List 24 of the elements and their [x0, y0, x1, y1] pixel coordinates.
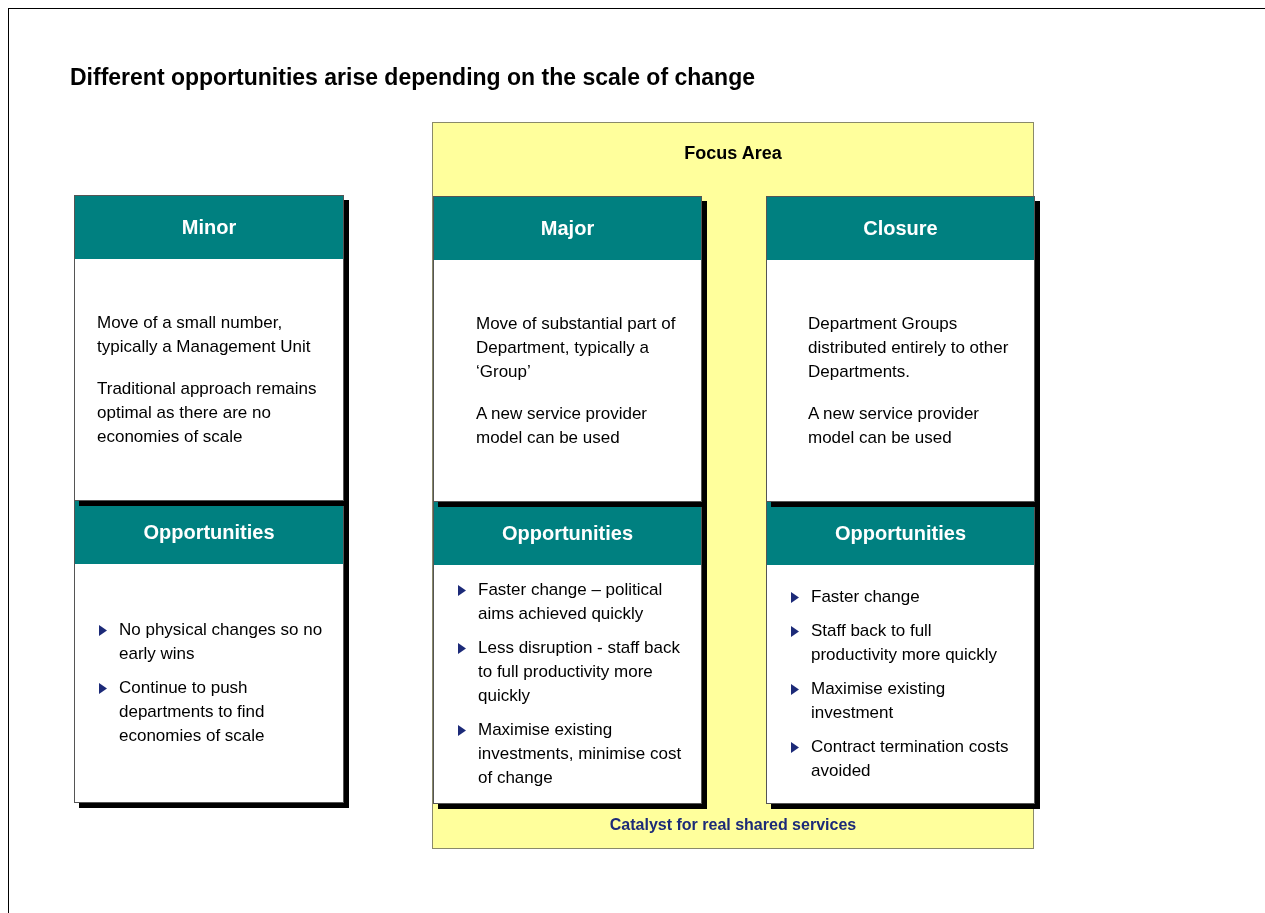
- description-text: Traditional approach remains optimal as there are no economies of scale: [97, 377, 318, 448]
- header-bar: Major: [434, 197, 701, 260]
- header-bar: Opportunities: [434, 502, 701, 565]
- header-bar: Opportunities: [767, 502, 1034, 565]
- bullet-text: Less disruption - staff back to full productivity more quickly: [478, 637, 681, 707]
- description-text: A new service provider model can be used: [808, 402, 981, 449]
- bullet-text: Maximise existing investment: [811, 678, 947, 724]
- description-text: A new service provider model can be used: [476, 402, 649, 449]
- bullet-text: Staff back to full productivity more quickly: [811, 620, 999, 666]
- description-text: Department Groups distributed entirely to other Departments.: [808, 312, 1010, 383]
- bullet-text: Faster change: [811, 586, 920, 608]
- header-bar: Opportunities: [75, 501, 343, 564]
- description-text: Move of a small number, typically a Management Unit: [97, 311, 312, 358]
- description-text: Move of substantial part of Department, typically a ‘Group’: [476, 312, 677, 383]
- slide-title: Different opportunities arise depending on the scale of change: [70, 64, 755, 91]
- band-heading: Focus Area: [683, 143, 783, 164]
- bullet-text: Faster change – political aims achieved quickly: [478, 579, 664, 625]
- bullet-text: Maximise existing investments, minimise cost of change: [478, 719, 683, 789]
- header-bar: Closure: [767, 197, 1034, 260]
- bullet-text: Contract termination costs avoided: [811, 736, 1010, 782]
- bullet-text: Continue to push departments to find economies of scale: [119, 677, 266, 747]
- bullet-text: No physical changes so no early wins: [119, 619, 324, 665]
- band-footnote: Catalyst for real shared services: [608, 816, 858, 834]
- header-bar: Minor: [75, 196, 343, 259]
